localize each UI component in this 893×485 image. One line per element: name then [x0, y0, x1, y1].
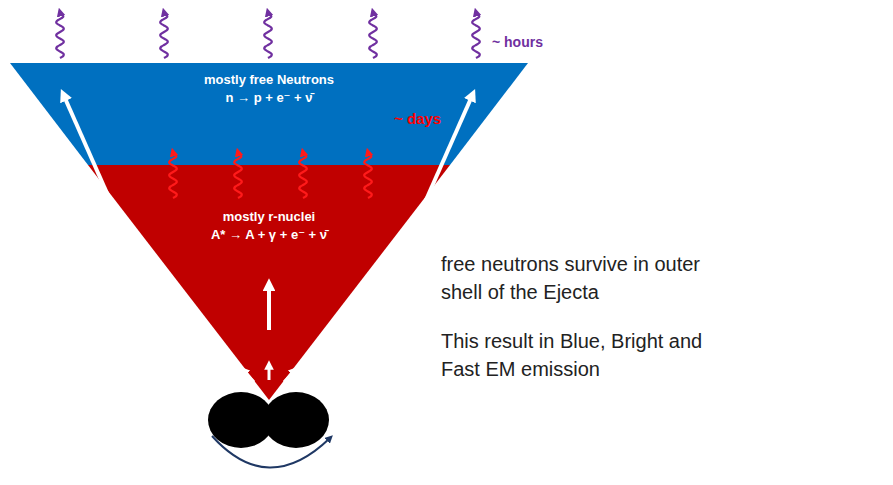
annotation-text: This result in Blue, Bright and Fast EM … [441, 327, 703, 383]
photon-arrow [472, 12, 480, 58]
photon-arrow [56, 12, 64, 58]
text-holder: mostly free Neutrons n → p + e⁻ + ν̄ [10, 63, 528, 106]
decay-equation: n → p + e⁻ + ν̄ [10, 90, 528, 106]
photon-arrow [364, 152, 372, 198]
ejecta-arrows [64, 96, 472, 382]
photon-arrow [369, 12, 377, 58]
photon-arrow [299, 152, 307, 198]
photon-arrow [169, 152, 177, 198]
ejecta-outline [88, 165, 450, 400]
label-box: free neutrons survive in outer shell of … [441, 250, 703, 306]
photon-arrows [169, 152, 372, 198]
photon-arrows [56, 12, 480, 58]
region-heading: mostly free Neutrons [10, 72, 528, 88]
timescale-label: ~ days [394, 110, 454, 128]
r-process-core: mostly r-nuclei A* → A + γ + e⁻ + ν̄ [88, 165, 450, 400]
photon-arrow [264, 12, 272, 58]
neutron-star-binary [208, 392, 330, 468]
label-box: ~ days [394, 110, 454, 128]
label-box: ~ hours [492, 33, 582, 51]
text-holder: mostly r-nuclei A* → A + γ + e⁻ + ν̄ [88, 165, 450, 243]
label-box: This result in Blue, Bright and Fast EM … [441, 327, 703, 383]
annotation-text: free neutrons survive in outer shell of … [441, 250, 703, 306]
region-heading: mostly r-nuclei [88, 209, 450, 225]
decay-equation: A* → A + γ + e⁻ + ν̄ [88, 227, 450, 243]
photon-arrow [160, 12, 168, 58]
ejecta-fill [88, 165, 450, 400]
photon-arrow [234, 152, 242, 198]
timescale-label: ~ hours [492, 33, 582, 51]
